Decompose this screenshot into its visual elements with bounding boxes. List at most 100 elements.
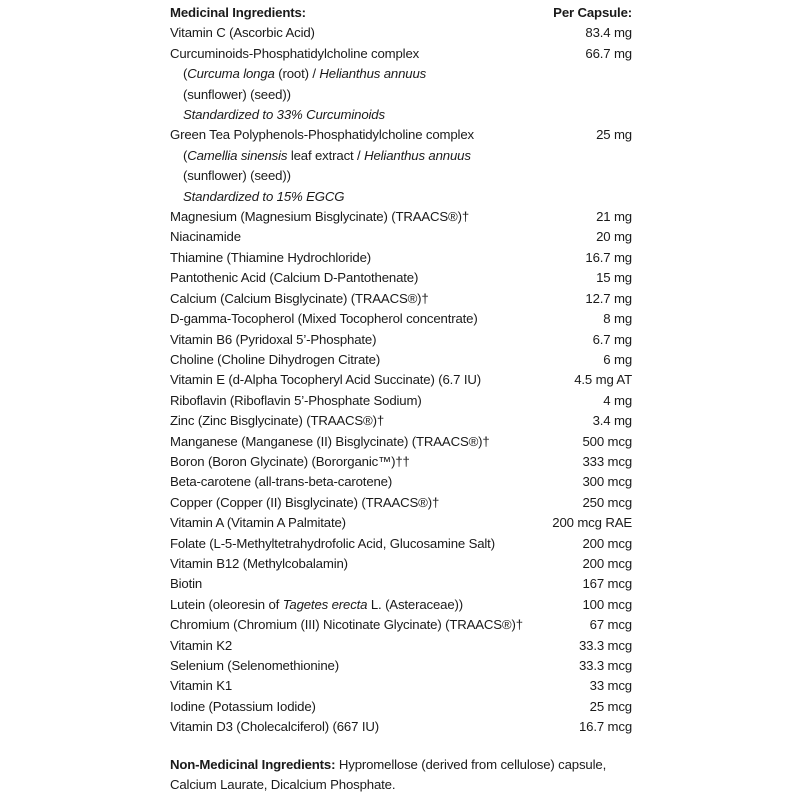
ingredient-row: Beta-carotene (all-trans-beta-carotene)3… [170,472,634,492]
ingredient-text-part: Tagetes erecta [282,596,368,612]
ingredient-amount: 15 mg [596,270,632,286]
ingredient-text-part: ( [183,66,188,82]
ingredient-name: Vitamin D3 (Cholecalciferol) (667 IU) [170,719,379,735]
ingredient-amount: 16.7 mg [585,249,632,265]
ingredient-name: (sunflower) (seed)) [183,166,291,186]
ingredient-text-part: Curcuma longa [187,66,275,82]
ingredient-text-part: Helianthus annuus [319,66,427,82]
ingredient-name: Lutein (oleoresin of Tagetes erecta L. (… [170,595,463,615]
ingredient-row: Vitamin K1 33 mcg [170,676,634,696]
ingredients-panel: Medicinal Ingredients: Per Capsule: Vita… [170,3,634,795]
ingredient-row: Selenium (Selenomethionine) 33.3 mcg [170,656,634,676]
ingredient-row: Magnesium (Magnesium Bisglycinate) (TRAA… [170,207,634,227]
ingredient-amount: 6 mg [603,351,632,367]
ingredient-row: Riboflavin (Riboflavin 5’-Phosphate Sodi… [170,391,634,411]
ingredient-row: Curcuminoids-Phosphatidylcholine complex… [170,44,634,64]
ingredient-detail-line: (Curcuma longa (root) / Helianthus annuu… [170,64,634,84]
ingredient-name: Standardized to 33% Curcuminoids [183,105,385,125]
ingredient-row: Vitamin D3 (Cholecalciferol) (667 IU) 16.… [170,717,634,737]
ingredient-text-part: (sunflower) (seed)) [183,168,291,184]
ingredient-row: Vitamin C (Ascorbic Acid)83.4 mg [170,23,634,43]
ingredient-amount: 33.3 mcg [578,658,632,673]
ingredient-name: D-gamma-Tocopherol (Mixed Tocopherol con… [170,311,478,327]
ingredient-text-part: leaf extract / [287,147,365,163]
ingredient-name: Riboflavin (Riboflavin 5’-Phosphate Sodi… [170,392,422,408]
ingredient-text-part: (root) / [274,66,320,82]
ingredient-text-part: Standardized to 15% EGCG [183,188,345,204]
ingredient-amount: 33.3 mcg [578,637,632,653]
ingredient-row: Calcium (Calcium Bisglycinate) (TRAACS®)… [170,289,634,309]
ingredient-name: (Curcuma longa (root) / Helianthus annuu… [183,64,426,84]
ingredient-amount: 33 mcg [589,678,633,694]
ingredient-name: Chromium (Chromium (III) Nicotinate Glyc… [170,617,523,633]
ingredient-name: Iodine (Potassium Iodide) [170,698,316,714]
ingredient-detail-line: Standardized to 33% Curcuminoids [170,105,634,125]
ingredient-row: Zinc (Zinc Bisglycinate) (TRAACS®)†3.4 m… [170,411,634,431]
ingredient-row: Lutein (oleoresin of Tagetes erecta L. (… [170,595,634,615]
ingredient-amount: 4.5 mg AT [574,372,632,388]
ingredient-name: Vitamin B6 (Pyridoxal 5’-Phosphate) [170,331,377,347]
ingredient-row: Chromium (Chromium (III) Nicotinate Glyc… [170,615,634,635]
ingredient-name: Boron (Boron Glycinate) (Bororganic™)†† [170,453,410,469]
ingredient-detail-line: (sunflower) (seed)) [170,85,634,105]
ingredient-detail-line: (Camellia sinensis leaf extract / Helian… [170,146,634,166]
ingredient-text-part: (sunflower) (seed)) [183,86,291,102]
ingredient-amount: 100 mcg [582,596,632,612]
ingredient-amount: 500 mcg [582,433,632,449]
non-medicinal-label: Non-Medicinal Ingredients: [170,756,336,772]
ingredient-amount: 66.7 mg [585,45,632,61]
ingredient-name: Manganese (Manganese (II) Bisglycinate) … [170,433,490,449]
ingredient-row: Boron (Boron Glycinate) (Bororganic™)†† 3… [170,452,634,472]
ingredient-name: Vitamin K1 [170,678,233,694]
ingredient-name: Beta-carotene (all-trans-beta-carotene) [170,474,393,490]
ingredient-amount: 8 mg [603,311,632,327]
ingredient-amount: 12.7 mg [585,290,632,306]
ingredient-amount: 21 mg [596,209,632,225]
ingredient-name: Niacinamide [170,229,241,245]
ingredient-row: Folate (L-5-Methyltetrahydrofolic Acid, … [170,534,634,554]
ingredient-text-part: Camellia sinensis [187,147,288,163]
ingredient-row: Thiamine (Thiamine Hydrochloride) 16.7 mg [170,248,634,268]
ingredient-row: Vitamin E (d-Alpha Tocopheryl Acid Succi… [170,370,634,390]
ingredient-amount: 20 mg [596,229,632,245]
ingredient-name: Vitamin A (Vitamin A Palmitate) [170,515,346,531]
non-medicinal-text: Hypromellose (derived from cellulose) ca… [170,756,607,793]
ingredient-row: Manganese (Manganese (II) Bisglycinate) … [170,432,634,452]
non-medicinal-ingredients: Non-Medicinal Ingredients: Hypromellose … [170,755,640,796]
ingredient-name: Curcuminoids-Phosphatidylcholine complex [170,45,420,61]
ingredient-amount: 200 mcg RAE [552,515,632,531]
ingredient-text-part: Lutein (oleoresin of [170,596,283,612]
ingredient-name: Vitamin E (d-Alpha Tocopheryl Acid Succi… [170,372,481,388]
ingredient-amount: 83.4 mg [585,25,632,41]
ingredient-row: Iodine (Potassium Iodide) 25 mcg [170,697,634,717]
ingredient-amount: 200 mcg [582,555,632,571]
ingredient-name: Magnesium (Magnesium Bisglycinate) (TRAA… [170,209,470,225]
ingredient-amount: 6.7 mg [592,331,633,347]
ingredient-amount: 333 mcg [582,453,632,469]
ingredient-name: Calcium (Calcium Bisglycinate) (TRAACS®)… [170,290,429,306]
ingredient-row: Choline (Choline Dihydrogen Citrate)6 mg [170,350,634,370]
ingredient-name: Zinc (Zinc Bisglycinate) (TRAACS®)† [170,413,385,429]
ingredient-amount: 25 mcg [589,698,633,714]
ingredient-row: Vitamin B6 (Pyridoxal 5’-Phosphate) 6.7 m… [170,330,634,350]
ingredient-text-part: L. (Asteraceae)) [367,596,464,612]
ingredient-amount: 250 mcg [582,494,632,510]
ingredient-detail-line: Standardized to 15% EGCG [170,187,634,207]
ingredient-text-part: Standardized to 33% Curcuminoids [183,107,385,123]
ingredient-name: (sunflower) (seed)) [183,85,291,105]
ingredient-name: Pantothenic Acid (Calcium D-Pantothenate… [170,270,419,286]
medicinal-ingredients-heading: Medicinal Ingredients: [170,5,306,20]
ingredient-row: Vitamin B12 (Methylcobalamin)200 mcg [170,554,634,574]
ingredient-text-part: Helianthus annuus [364,147,471,163]
ingredient-name: Copper (Copper (II) Bisglycinate) (TRAAC… [170,494,440,510]
ingredient-name: Thiamine (Thiamine Hydrochloride) [170,249,371,265]
ingredient-name: Standardized to 15% EGCG [183,187,344,207]
ingredient-row: Green Tea Polyphenols-Phosphatidylcholin… [170,125,634,145]
ingredient-name: Selenium (Selenomethionine) [170,658,339,673]
ingredient-row: Vitamin A (Vitamin A Palmitate) 200 mcg R… [170,513,634,533]
per-capsule-heading: Per Capsule: [553,5,632,20]
ingredient-name: Biotin [170,576,203,592]
ingredient-amount: 16.7 mcg [578,719,632,735]
ingredient-name: Green Tea Polyphenols-Phosphatidylcholin… [170,127,474,143]
